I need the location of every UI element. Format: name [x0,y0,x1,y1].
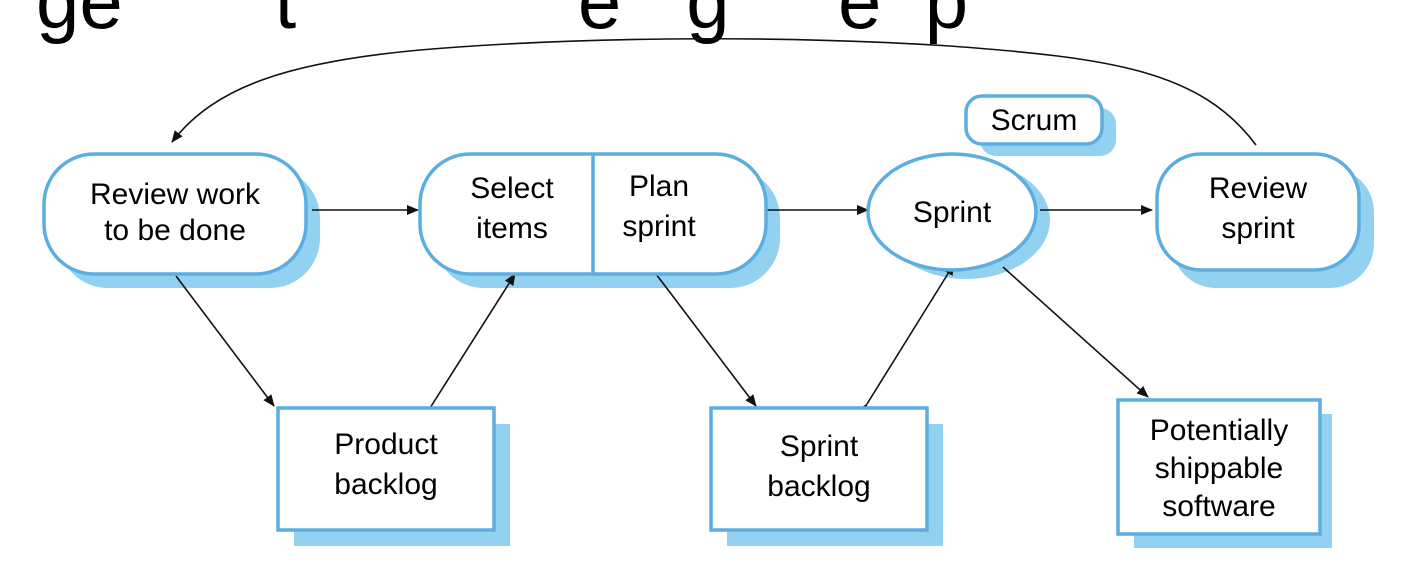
arrow-plan-to-sprint-backlog [655,273,757,407]
node-label: shippable [1155,452,1283,485]
node-scrum-tag: Scrum [964,94,1104,146]
node-review-work: Review work to be done [42,152,308,276]
node-review-sprint: Review sprint [1155,152,1361,272]
node-label: Sprint [780,430,859,463]
node-label: backlog [334,468,437,501]
node-product-backlog: Product backlog [276,406,496,532]
arrow-review-to-product-backlog [175,275,275,407]
node-label: Review [1209,172,1308,205]
arrow-product-backlog-to-select [429,273,516,409]
node-sprint: Sprint [866,152,1038,272]
arrow-feedback-loop [171,37,1257,146]
node-shippable-software: Potentially shippable software [1116,398,1322,536]
node-label: Review work [90,178,261,211]
node-label: Plan [629,170,689,203]
node-label: Potentially [1150,414,1288,447]
node-label: software [1162,490,1275,523]
node-label: items [476,212,548,245]
node-label: Product [334,428,438,461]
node-sprint-backlog: Sprint backlog [709,406,929,532]
node-label: sprint [622,210,696,243]
node-label: Select [470,172,554,205]
arrow-sprint-to-shippable [1002,266,1149,398]
title-fragment: ge t e g e p [36,0,968,45]
node-label: to be done [104,214,246,247]
node-label: Sprint [913,196,992,229]
node-select-plan: Select items Plan sprint [418,152,768,276]
arrow-sprint-backlog-sprint [856,263,955,416]
edges [171,37,1257,416]
node-label: Scrum [991,104,1078,137]
node-label: backlog [767,470,870,503]
node-label: sprint [1221,212,1295,245]
